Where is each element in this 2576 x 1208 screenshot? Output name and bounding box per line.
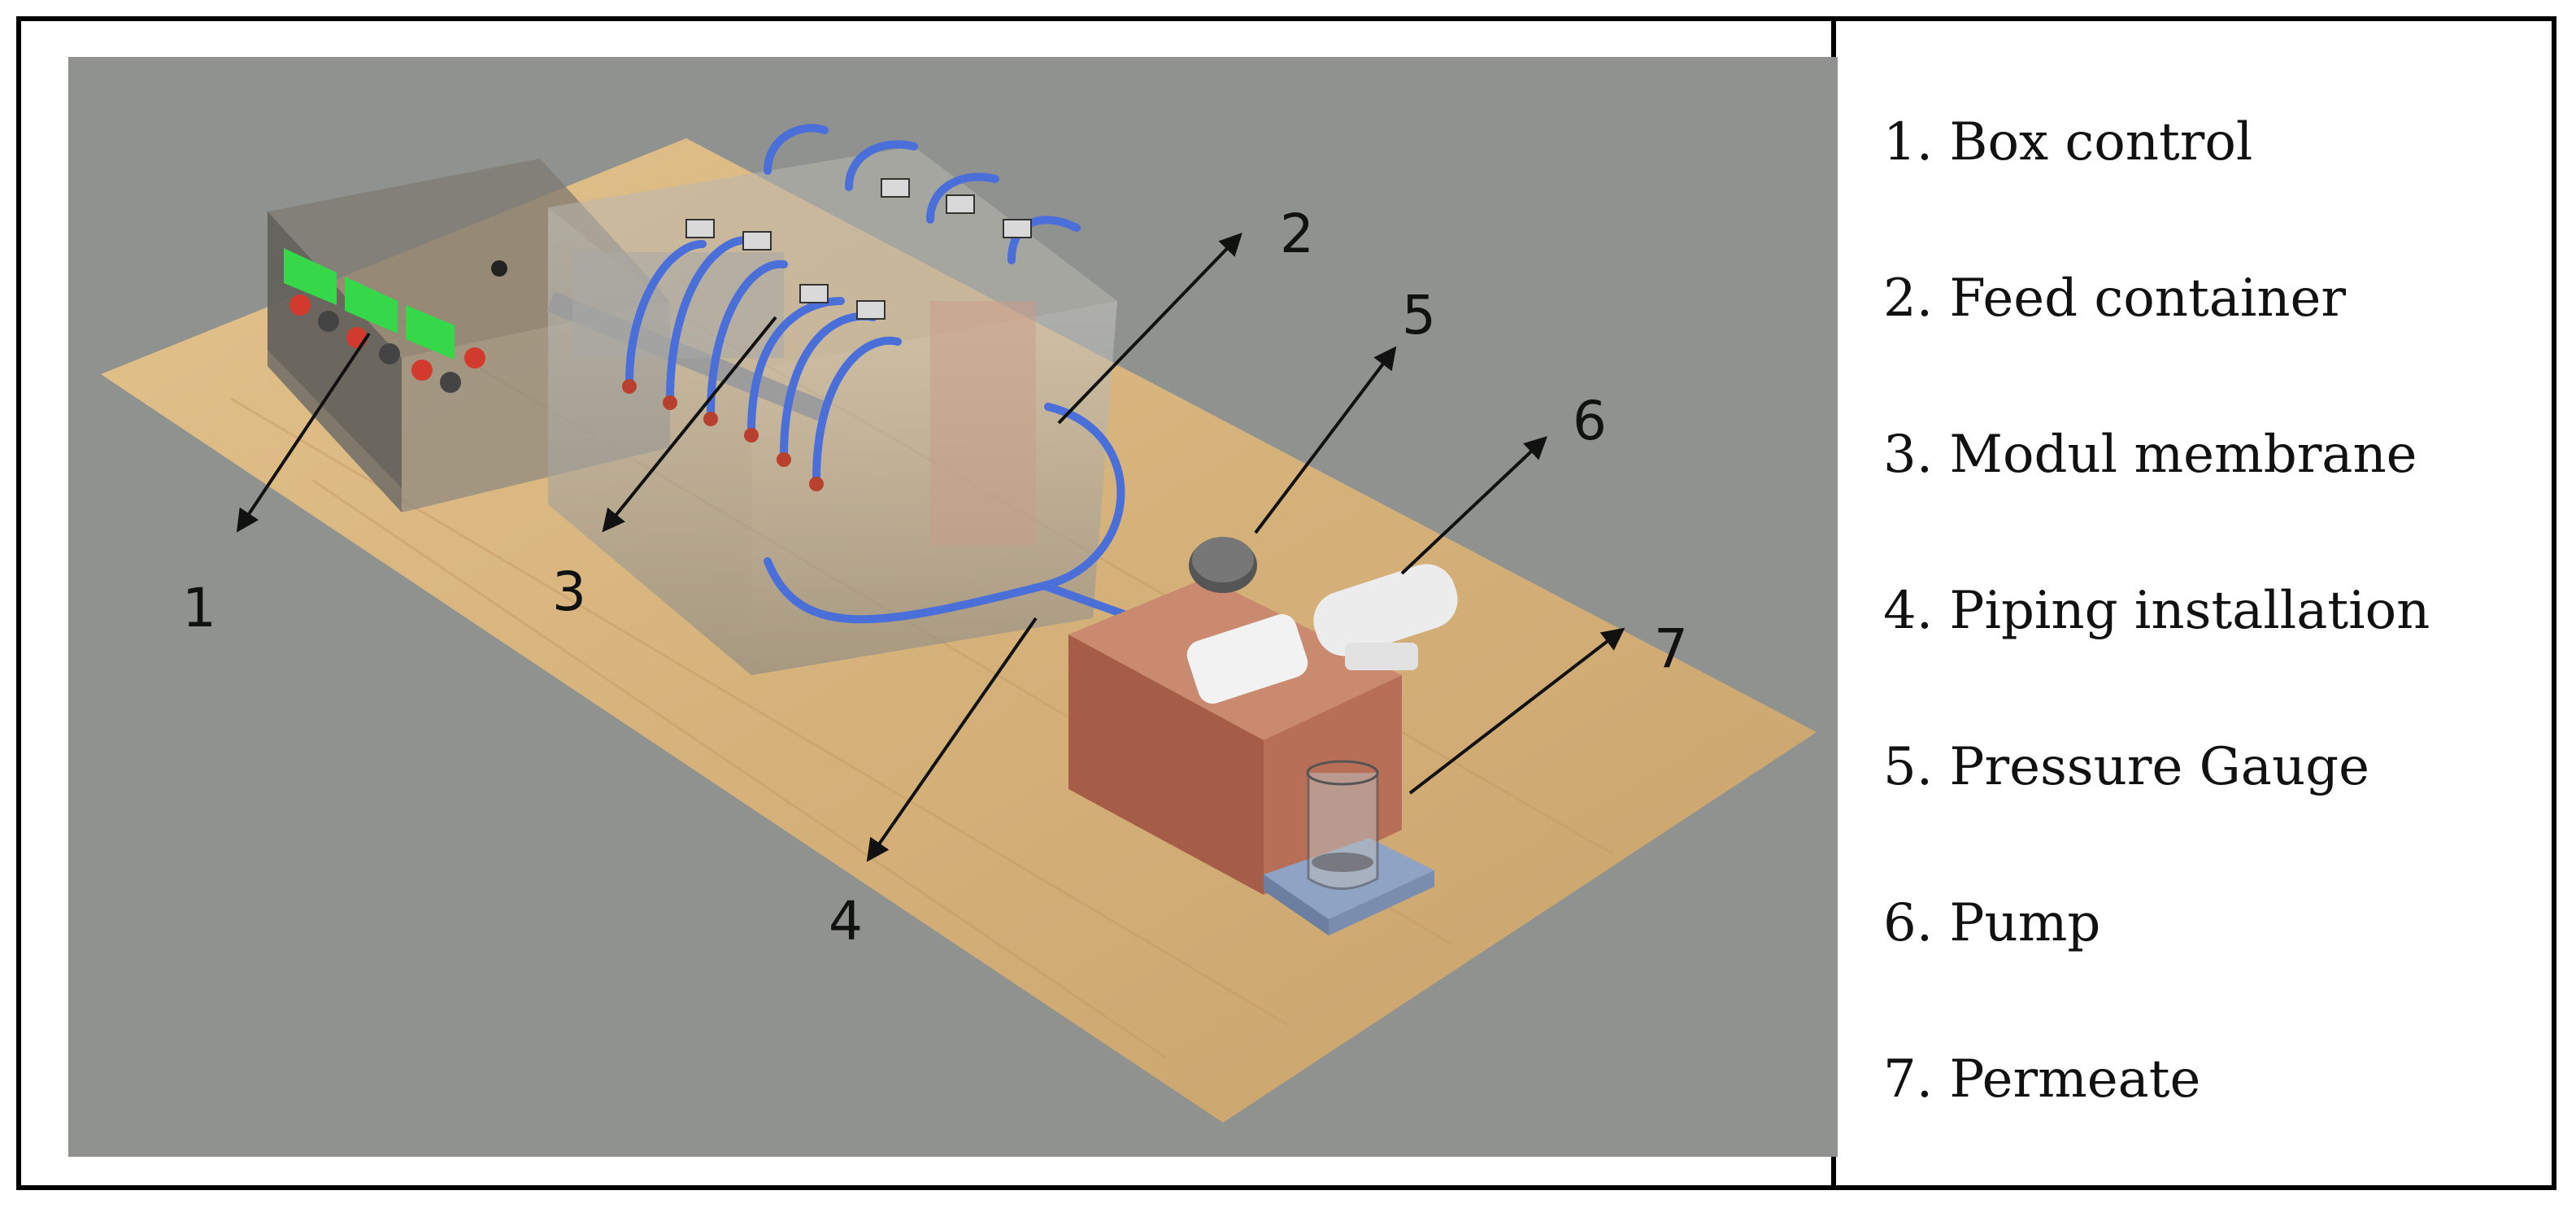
arrow-7 [1408, 627, 1625, 795]
pressure-gauge [1189, 537, 1257, 593]
legend-item-pressure-gauge: 5. Pressure Gauge [1883, 737, 2369, 797]
control-displays [284, 248, 455, 360]
tube-fittings [622, 379, 824, 491]
permeate-beaker [1264, 760, 1434, 935]
legend-item-modul-membrane: 3. Modul membrane [1883, 425, 2417, 485]
callout-6: 6 [1573, 390, 1607, 452]
apparatus-illustration: 1 2 3 4 5 6 7 [68, 57, 1838, 1157]
control-knobs [289, 294, 485, 393]
arrow-5 [1254, 346, 1397, 534]
callout-5: 5 [1402, 284, 1436, 347]
legend-item-piping-installation: 4. Piping installation [1883, 581, 2430, 641]
callout-1: 1 [182, 577, 216, 639]
callout-2: 2 [1280, 203, 1314, 265]
arrow-1 [236, 332, 371, 533]
callout-3: 3 [552, 560, 586, 623]
arrow-6 [1400, 436, 1548, 575]
legend-item-permeate: 7. Permeate [1883, 1049, 2201, 1110]
legend-item-feed-container: 2. Feed container [1883, 268, 2346, 329]
callout-7: 7 [1654, 617, 1688, 680]
legend-item-box-control: 1. Box control [1883, 112, 2253, 172]
pump-body [1186, 564, 1458, 704]
callout-4: 4 [829, 890, 863, 953]
callout-arrows [236, 232, 1625, 862]
arrow-4 [866, 617, 1038, 862]
arrow-2 [1057, 232, 1242, 425]
tube-clamps [685, 178, 1032, 320]
legend-item-pump: 6. Pump [1883, 893, 2101, 953]
arrow-3 [602, 316, 777, 533]
legend: 1. Box control 2. Feed container 3. Modu… [1883, 98, 2534, 1191]
